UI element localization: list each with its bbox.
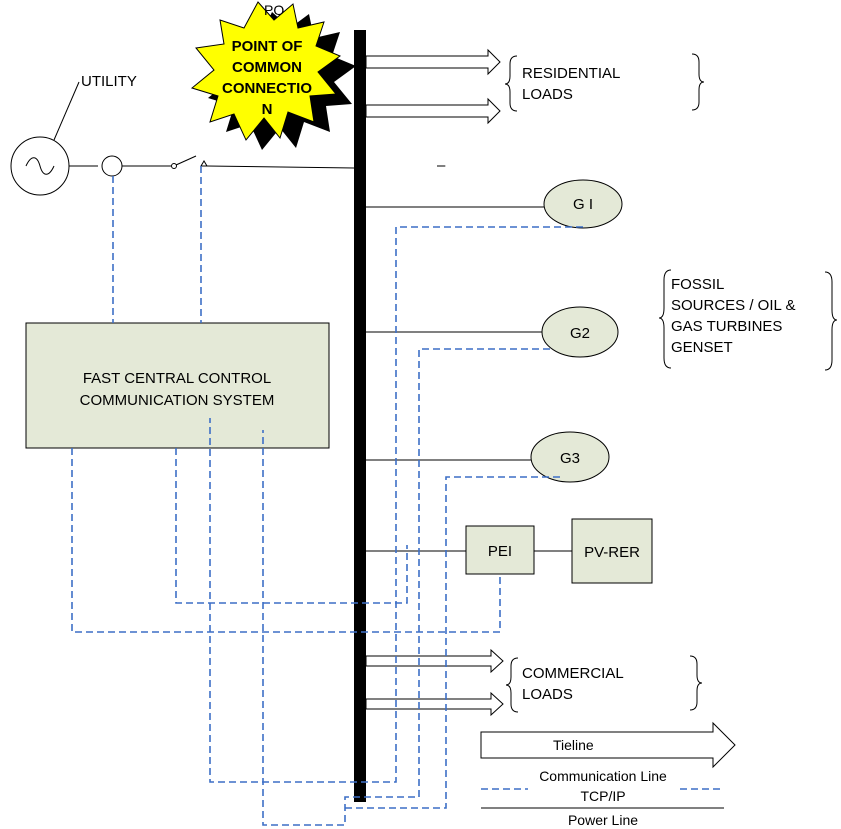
pcc-label-line-1: POINT OF: [232, 38, 303, 55]
current-transformer-icon: [101, 155, 123, 177]
pv-rer-box: [571, 518, 653, 584]
commercial-close-brace: [689, 655, 703, 711]
g2-node: [541, 306, 619, 358]
comm-g2-loop: [262, 348, 550, 826]
commercial-arrow-2: [365, 691, 504, 717]
starburst: [190, 1, 342, 141]
generator-g1: G I: [366, 179, 623, 229]
residential-open-brace: [504, 55, 518, 112]
fossil-open-brace: [658, 269, 672, 369]
comm-pei-loop: [71, 448, 501, 633]
pcc-label-line-4: N: [262, 101, 273, 118]
control-label-line-1: FAST CENTRAL CONTROL: [83, 370, 271, 387]
g1-label: G I: [573, 196, 593, 213]
legend-tcpip-label: TCP/IP: [580, 788, 625, 804]
residential-arrow-1: [365, 48, 501, 76]
control-system-box: [25, 322, 330, 449]
residential-label-line-2: LOADS: [522, 86, 573, 103]
pei-label: PEI: [488, 543, 512, 560]
fossil-label-line-1: FOSSIL: [671, 276, 724, 293]
sine-wave-icon: [25, 157, 55, 175]
utility-source: UTILITY –: [10, 73, 446, 196]
g3-label: G3: [560, 450, 580, 467]
residential-arrow-2: [365, 97, 501, 125]
fossil-label-line-3: GAS TURBINES: [671, 318, 782, 335]
legend-tieline-label: Tieline: [553, 737, 594, 753]
comm-g1-loop: [209, 226, 583, 783]
pcc-label-line-3: CONNECTIO: [222, 80, 312, 97]
comm-g3-loop: [345, 476, 560, 809]
g3-node: [530, 431, 610, 483]
pcc-feeder: [206, 165, 355, 169]
legend: Tieline Communication Line TCP/IP Power …: [480, 721, 736, 828]
pcc-partial-label: PO: [264, 2, 284, 18]
control-system: FAST CENTRAL CONTROL COMMUNICATION SYSTE…: [25, 322, 330, 449]
main-bus: [354, 30, 366, 802]
pcc-label-line-2: COMMON: [232, 59, 302, 76]
legend-communication-label: Communication Line: [539, 768, 667, 784]
residential-close-brace: [691, 53, 705, 111]
commercial-label-line-2: LOADS: [522, 686, 573, 703]
breaker-contact-triangle-icon: [200, 160, 208, 167]
commercial-label-line-1: COMMERCIAL: [522, 665, 624, 682]
legend-power-label: Power Line: [568, 812, 638, 828]
fossil-label-line-4: GENSET: [671, 339, 733, 356]
residential-loads: RESIDENTIAL LOADS: [365, 48, 705, 125]
fossil-sources: FOSSIL SOURCES / OIL & GAS TURBINES GENS…: [658, 269, 838, 371]
pv-branch: PEI PV-RER: [366, 518, 653, 584]
pei-box: [465, 525, 535, 575]
commercial-loads: COMMERCIAL LOADS: [365, 648, 703, 717]
pcc-starburst: PO POINT OF COMMON CONNECTIO N: [190, 1, 356, 150]
utility-callout-line: [53, 81, 80, 141]
breaker-blade-icon: [175, 155, 197, 166]
control-label-line-2: COMMUNICATION SYSTEM: [80, 392, 275, 409]
comm-left-loop: [175, 448, 408, 604]
generator-g2: G2: [366, 306, 619, 358]
utility-label: UTILITY: [81, 73, 137, 90]
commercial-open-brace: [505, 657, 519, 713]
breaker-contact-icon: [171, 163, 177, 169]
communication-lines: [71, 166, 583, 826]
commercial-arrow-1: [365, 648, 504, 674]
g1-node: [543, 179, 623, 229]
pv-rer-label: PV-RER: [584, 544, 640, 561]
generator-g3: G3: [366, 431, 610, 483]
fossil-label-line-2: SOURCES / OIL &: [671, 297, 795, 314]
fossil-close-brace: [824, 271, 838, 371]
legend-tieline-arrow: [480, 721, 736, 769]
g2-label: G2: [570, 325, 590, 342]
residential-label-line-1: RESIDENTIAL: [522, 65, 620, 82]
dash-mark: –: [437, 157, 446, 174]
